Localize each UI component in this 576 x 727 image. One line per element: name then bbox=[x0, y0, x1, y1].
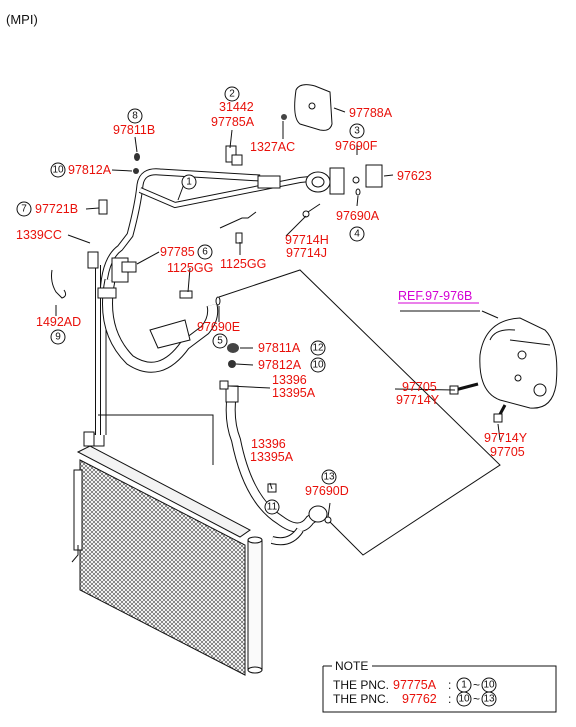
label-13395A-b: 13395A bbox=[250, 450, 294, 464]
label-97788A: 97788A bbox=[349, 106, 393, 120]
note-row-2-pnc: 97762 bbox=[402, 692, 437, 706]
label-97690F: 97690F bbox=[335, 139, 378, 153]
reference-label: REF.97-976B bbox=[398, 289, 472, 303]
discharge-hose bbox=[225, 385, 328, 546]
label-97705-b: 97705 bbox=[490, 445, 525, 459]
note-row-2-tilde: ~ bbox=[473, 692, 480, 706]
part-labels: 97788A 31442 97785A 1327AC 97811B 97812A… bbox=[16, 100, 528, 498]
note-row-2-colon: : bbox=[448, 692, 451, 706]
callout-5: 5 bbox=[212, 333, 228, 349]
svg-text:3: 3 bbox=[354, 126, 360, 137]
mounting-bracket-97788A bbox=[281, 84, 333, 131]
note-row-1-tilde: ~ bbox=[473, 678, 480, 692]
note-box: NOTE THE PNC. 97775A : 1 ~ 10 THE PNC. 9… bbox=[322, 659, 557, 713]
label-1339CC: 1339CC bbox=[16, 228, 62, 242]
label-97785A: 97785A bbox=[211, 115, 255, 129]
svg-text:7: 7 bbox=[21, 204, 27, 215]
svg-text:13: 13 bbox=[323, 472, 335, 483]
sensor-97623 bbox=[352, 164, 383, 196]
svg-text:2: 2 bbox=[229, 89, 235, 100]
label-97705-a: 97705 bbox=[402, 380, 437, 394]
note-row-1-colon: : bbox=[448, 678, 451, 692]
label-97623: 97623 bbox=[397, 169, 432, 183]
svg-text:10: 10 bbox=[52, 165, 64, 176]
label-97785: 97785 bbox=[160, 245, 195, 259]
label-97721B: 97721B bbox=[35, 202, 78, 216]
label-97714H: 97714H bbox=[285, 233, 329, 247]
svg-text:9: 9 bbox=[55, 332, 61, 343]
svg-text:6: 6 bbox=[202, 247, 208, 258]
oring-97690E bbox=[215, 296, 221, 306]
note-row-1-from: 1 bbox=[461, 680, 467, 691]
svg-text:12: 12 bbox=[312, 343, 324, 354]
label-97811A: 97811A bbox=[258, 341, 301, 355]
leader-lines bbox=[55, 107, 501, 556]
label-1492AD: 1492AD bbox=[36, 315, 81, 329]
label-1125GG-b: 1125GG bbox=[220, 257, 266, 271]
callout-6: 6 bbox=[197, 244, 213, 260]
label-97714Y-b: 97714Y bbox=[484, 431, 528, 445]
label-13396-b: 13396 bbox=[251, 437, 286, 451]
bracket-97785A bbox=[225, 145, 243, 166]
svg-text:4: 4 bbox=[354, 229, 360, 240]
note-title: NOTE bbox=[335, 659, 368, 673]
label-13396-a: 13396 bbox=[272, 373, 307, 387]
bolt-97714H bbox=[302, 203, 321, 218]
caps-97811A bbox=[227, 343, 239, 368]
callout-8: 8 bbox=[127, 108, 143, 124]
svg-text:11: 11 bbox=[267, 502, 278, 513]
label-97811B: 97811B bbox=[113, 123, 155, 137]
callout-2: 2 bbox=[224, 86, 240, 102]
compressor bbox=[449, 317, 558, 423]
bolt-1125GG-b bbox=[121, 261, 193, 299]
label-1125GG-a: 1125GG bbox=[167, 261, 213, 275]
callout-7: 7 bbox=[16, 201, 32, 217]
note-row-2-from: 10 bbox=[458, 694, 470, 705]
svg-text:1: 1 bbox=[186, 177, 192, 188]
bolt-1125GG-a bbox=[235, 232, 243, 244]
upper-pipe bbox=[138, 167, 345, 209]
callout-12: 12 bbox=[310, 340, 326, 356]
label-97690E: 97690E bbox=[197, 320, 240, 334]
svg-text:10: 10 bbox=[312, 360, 324, 371]
callout-10-mid: 10 bbox=[310, 357, 326, 373]
condenser bbox=[71, 431, 263, 676]
liquid-pipe bbox=[87, 168, 261, 435]
note-row-2-to: 13 bbox=[483, 694, 495, 705]
label-97714Y-a: 97714Y bbox=[396, 393, 440, 407]
label-1327AC: 1327AC bbox=[250, 140, 295, 154]
label-97690D: 97690D bbox=[305, 484, 349, 498]
svg-text:8: 8 bbox=[132, 111, 138, 122]
callout-11: 11 bbox=[264, 499, 280, 515]
note-row-1-pnc: 97775A bbox=[393, 678, 437, 692]
label-13395A-a: 13395A bbox=[272, 386, 316, 400]
label-31442: 31442 bbox=[219, 100, 254, 114]
label-97812A-mid: 97812A bbox=[258, 358, 302, 372]
cap-97811B bbox=[133, 153, 140, 174]
note-row-2-prefix: THE PNC. bbox=[333, 692, 389, 706]
callout-4: 4 bbox=[349, 226, 365, 242]
model-header: (MPI) bbox=[6, 12, 38, 27]
callout-1: 1 bbox=[181, 174, 197, 190]
callout-13: 13 bbox=[321, 469, 337, 485]
callout-9: 9 bbox=[50, 329, 66, 345]
note-row-1-to: 10 bbox=[483, 680, 495, 691]
callout-3: 3 bbox=[349, 123, 365, 139]
label-97714J: 97714J bbox=[286, 246, 327, 260]
clip-1492AD bbox=[51, 269, 67, 299]
callout-10-top: 10 bbox=[50, 162, 66, 178]
label-97690A: 97690A bbox=[336, 209, 380, 223]
label-97812A-top: 97812A bbox=[68, 163, 112, 177]
note-row-1-prefix: THE PNC. bbox=[333, 678, 389, 692]
svg-text:5: 5 bbox=[217, 336, 223, 347]
